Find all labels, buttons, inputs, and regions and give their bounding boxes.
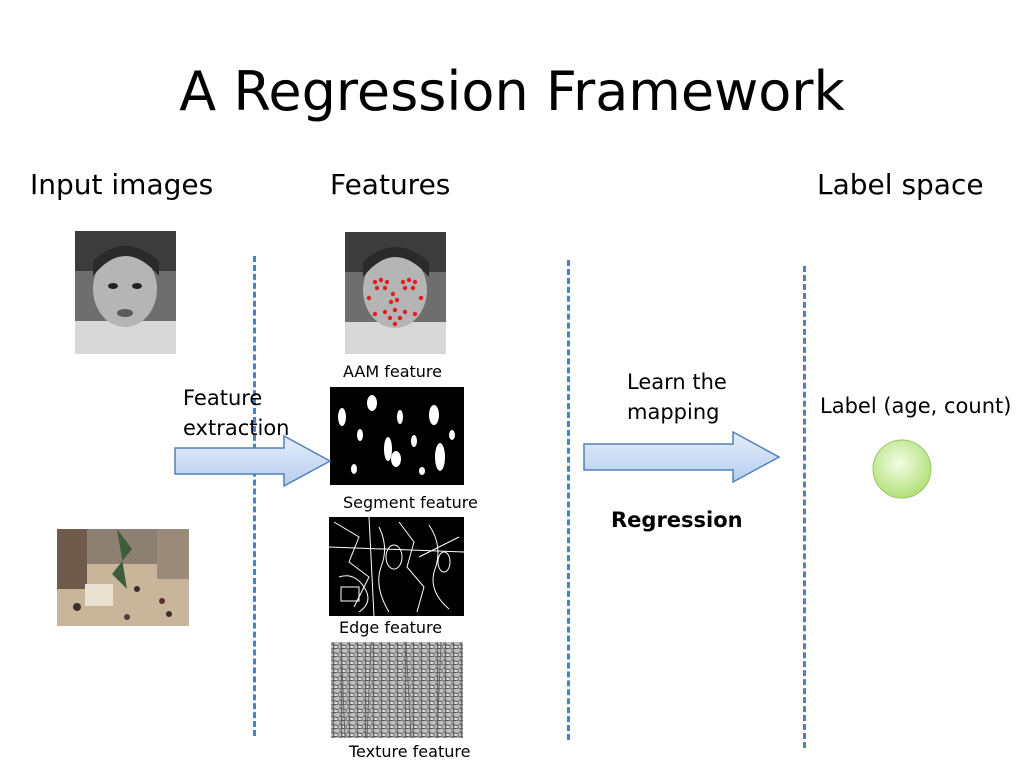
- edge-feature-label: Edge feature: [339, 618, 443, 637]
- segment-feature-label: Segment feature: [343, 493, 478, 512]
- output-label: Label (age, count): [820, 394, 1012, 418]
- learn-mapping-line1: Learn the: [627, 370, 727, 394]
- input-face-image: [75, 231, 176, 354]
- separator-line-3: [803, 266, 806, 748]
- texture-feature-label: Texture feature: [349, 742, 471, 761]
- feature-extraction-line1: Feature: [183, 386, 263, 410]
- heading-label-space: Label space: [817, 168, 984, 201]
- regression-label: Regression: [611, 508, 743, 532]
- segment-feature-image: [330, 387, 464, 485]
- texture-feature-image: [331, 642, 463, 738]
- learn-mapping-text: Learn the mapping: [627, 367, 727, 427]
- input-crowd-image: [57, 529, 189, 626]
- output-label-circle: [871, 438, 935, 502]
- aam-feature-label: AAM feature: [343, 362, 442, 381]
- feature-extraction-line2: extraction: [183, 416, 290, 440]
- separator-line-2: [567, 260, 570, 740]
- feature-extraction-arrow: [174, 435, 334, 487]
- learn-mapping-line2: mapping: [627, 400, 720, 424]
- regression-arrow: [583, 431, 783, 483]
- heading-input-images: Input images: [30, 168, 214, 201]
- separator-line-1: [253, 256, 256, 736]
- feature-extraction-text: Feature extraction: [183, 383, 290, 443]
- edge-feature-image: [329, 517, 464, 616]
- slide-title: A Regression Framework: [179, 60, 845, 123]
- aam-feature-image: [345, 232, 446, 354]
- heading-features: Features: [330, 168, 451, 201]
